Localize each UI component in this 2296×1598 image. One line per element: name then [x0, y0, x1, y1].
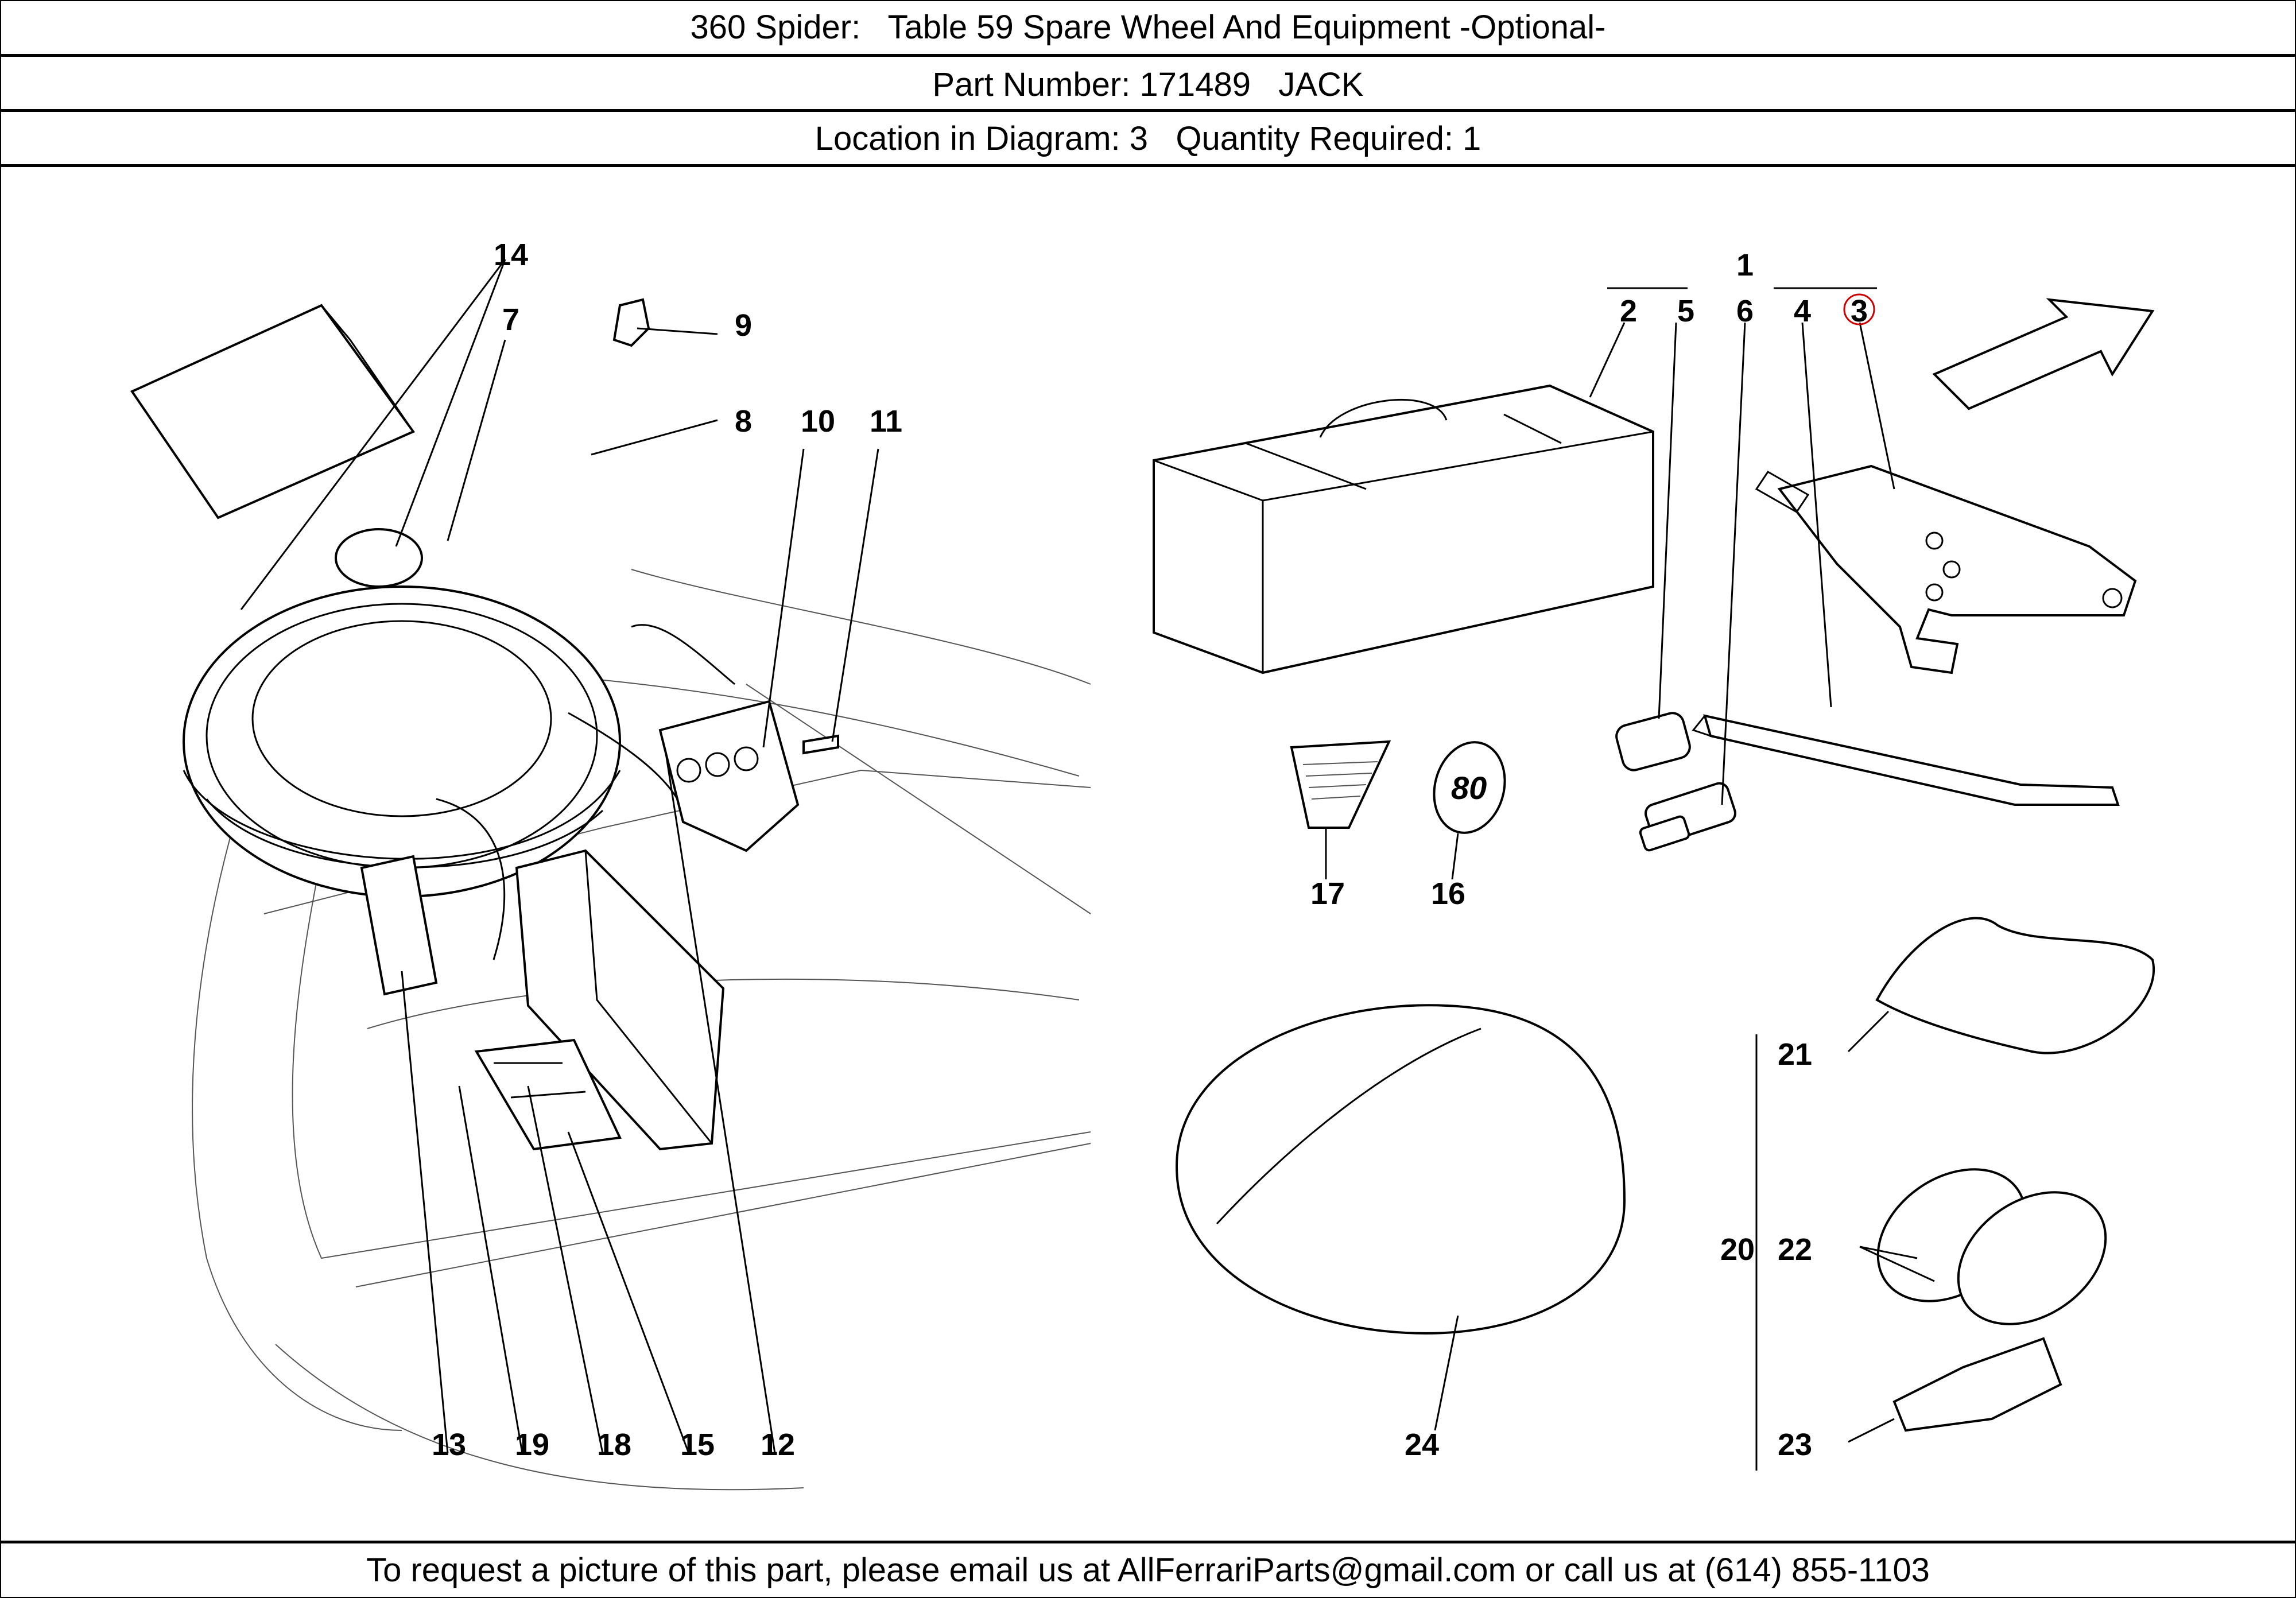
divider — [0, 164, 2296, 167]
divider — [0, 1541, 2296, 1543]
callout-11: 11 — [870, 404, 902, 439]
wheel-brace — [1692, 714, 2120, 806]
cloth-21 — [1875, 917, 2155, 1054]
callout-9: 9 — [735, 308, 752, 343]
callout-18: 18 — [597, 1428, 631, 1462]
ferrari-label-17 — [1290, 740, 1391, 829]
callout-5: 5 — [1677, 294, 1694, 328]
callout-22: 22 — [1778, 1232, 1812, 1267]
page-title: 360 Spider: Table 59 Spare Wheel And Equ… — [690, 9, 1606, 46]
location-quantity: Location in Diagram: 3 Quantity Required… — [815, 120, 1481, 157]
highlight-circle — [1843, 293, 1875, 325]
callout-8: 8 — [735, 404, 752, 439]
callout-20: 20 — [1720, 1232, 1755, 1267]
callout-15: 15 — [680, 1428, 715, 1462]
callout-24: 24 — [1405, 1428, 1439, 1462]
speed-label-16: 80 — [1433, 741, 1506, 834]
callout-23: 23 — [1778, 1428, 1812, 1462]
callout-13: 13 — [432, 1428, 466, 1462]
callout-17: 17 — [1310, 876, 1345, 911]
screw-11 — [802, 734, 839, 755]
divider — [0, 54, 2296, 57]
callout-6: 6 — [1736, 294, 1754, 328]
callout-4: 4 — [1794, 294, 1811, 328]
leader-lines — [240, 259, 1935, 1471]
callout-3: 3 — [1851, 294, 1868, 328]
callout-7: 7 — [502, 302, 519, 337]
parts-diagram: 80 — [130, 238, 2155, 1491]
bolt-9 — [612, 298, 650, 347]
jack — [1755, 464, 2137, 674]
callout-16: 16 — [1431, 876, 1465, 911]
footer-contact: To request a picture of this part, pleas… — [366, 1552, 1930, 1589]
tool-bag — [1153, 384, 1654, 674]
callout-21: 21 — [1778, 1037, 1812, 1072]
strap-brackets — [360, 624, 800, 996]
callout-12: 12 — [761, 1428, 795, 1462]
covers-22 — [1876, 1168, 2107, 1325]
callout-1: 1 — [1736, 248, 1754, 282]
svg-text:80: 80 — [1451, 770, 1487, 806]
tool-box-left — [515, 849, 725, 1151]
jack-bracket — [474, 1038, 622, 1151]
socket-5 — [1615, 712, 1691, 771]
spare-wheel — [183, 528, 621, 898]
arrow-icon — [1932, 298, 2155, 410]
glove-23 — [1892, 1337, 2062, 1432]
wheel-cover-bag-box — [130, 304, 416, 519]
callout-10: 10 — [801, 404, 835, 439]
callout-19: 19 — [515, 1428, 549, 1462]
callout-2: 2 — [1620, 294, 1637, 328]
part-number: Part Number: 171489 JACK — [932, 66, 1364, 103]
divider — [0, 109, 2296, 112]
adapter-6 — [1639, 782, 1736, 852]
callout-14: 14 — [494, 238, 528, 272]
wheel-cover-24 — [1175, 1004, 1626, 1335]
